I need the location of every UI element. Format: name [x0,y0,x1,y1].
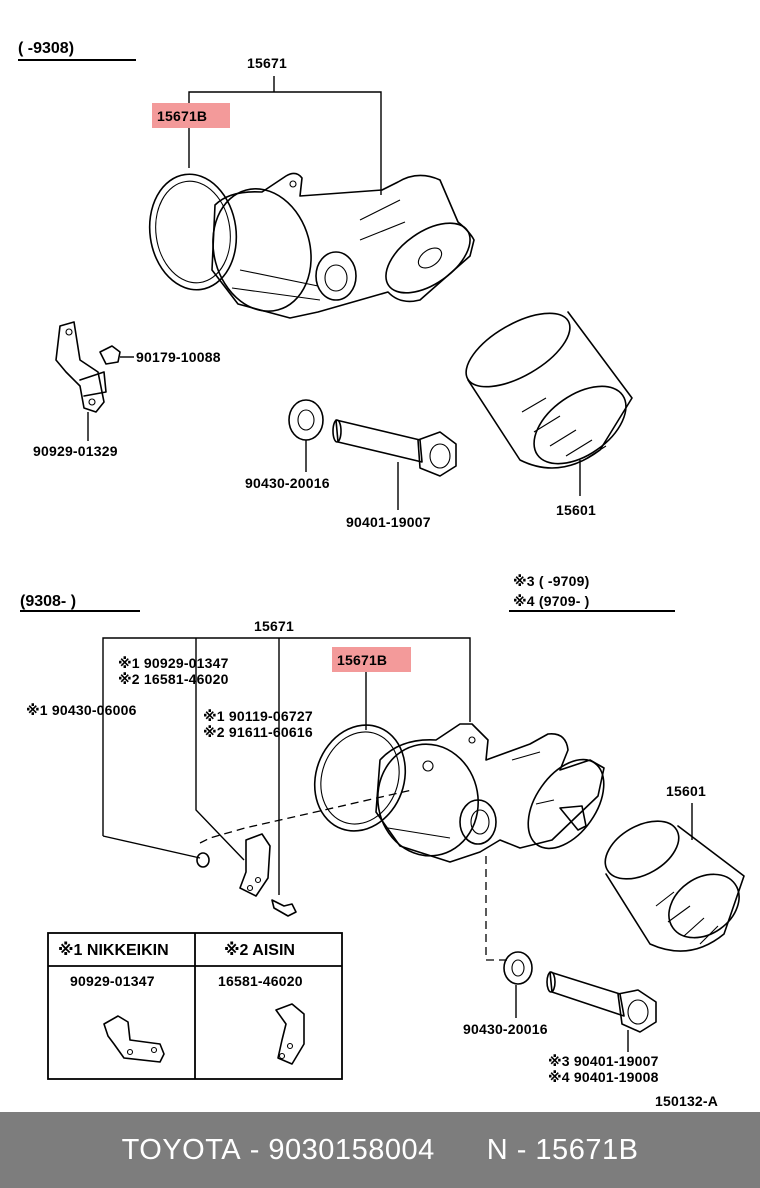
bottom-date-range: (9308- ) [20,593,76,610]
callout-washer[interactable]: ※1 90430-06006 [26,702,137,718]
screw-bottom [271,899,297,917]
callout-bracket-b[interactable]: ※2 16581-46020 [118,671,229,687]
filter-bottom-label[interactable]: 15601 [666,783,706,799]
footer-ref: N - 15671B [486,1133,639,1166]
legend-col2-part[interactable]: 16581-46020 [218,973,303,989]
footer-part-number: 9030158004 [268,1133,435,1166]
oil-filter-bracket-top [148,172,475,319]
footer-brand: TOYOTA [121,1133,242,1166]
top-assembly-leader [188,91,382,195]
legend-col2-header: ※2 AISIN [224,941,295,959]
illustration-id: 150132-A [655,1093,718,1109]
washer-bottom [196,852,210,868]
footer-separator: - [241,1133,269,1166]
gasket-bottom-label[interactable]: 90430-20016 [463,1021,548,1037]
legend-col1-header: ※1 NIKKEIKIN [58,941,169,959]
legend-col1-part[interactable]: 90929-01347 [70,973,155,989]
union-bolt-bottom-a[interactable]: ※3 90401-19007 [548,1053,659,1069]
oil-filter-bracket-bottom [313,723,605,863]
top-date-range: ( -9308) [18,40,74,57]
top-assembly-label[interactable]: 15671 [247,55,287,71]
alignment-dash-1 [199,789,413,844]
bottom-assembly-leader [102,637,471,836]
clip-icon-top [99,345,121,365]
clip-label[interactable]: 90179-10088 [136,349,221,365]
bracket-bottom-leader [195,638,245,861]
union-bolt-top [332,419,457,477]
union-bolt-top-label[interactable]: 90401-19007 [346,514,431,530]
top-highlight-box [152,103,230,128]
gasket-top-label[interactable]: 90430-20016 [245,475,330,491]
callout-screw-a[interactable]: ※1 90119-06727 [203,708,313,724]
variant-note-4: ※4 (9709- ) [513,593,590,609]
union-bolt-bottom [546,971,657,1033]
legend-bracket-aisin [275,1003,305,1065]
filter-top-label[interactable]: 15601 [556,502,596,518]
oil-filter-bottom [604,820,745,952]
bottom-highlight-label[interactable]: 15671B [337,652,387,668]
washer-leader [102,835,201,859]
legend-bracket-nikkeikin [103,1015,165,1063]
callout-bracket-a[interactable]: ※1 90929-01347 [118,655,229,671]
gasket-top [288,399,324,441]
footer-bar: TOYOTA - 9030158004 N - 15671B [0,1112,760,1188]
callout-screw-b[interactable]: ※2 91611-60616 [203,724,313,740]
gasket-bottom [503,951,533,985]
parts-diagram: ( -9308) 15671 15671B 90179-10088 90929-… [18,40,745,1109]
legend-table [47,932,343,1080]
top-highlight-label[interactable]: 15671B [157,108,207,124]
bottom-assembly-label[interactable]: 15671 [254,618,294,634]
variant-note-3: ※3 ( -9709) [513,573,590,589]
bottom-highlight-box [332,647,411,672]
alignment-dash-2 [485,856,510,961]
small-bracket-top [55,321,107,413]
oil-filter-top [465,311,633,469]
bracket-top-label[interactable]: 90929-01329 [33,443,118,459]
bracket-bottom [239,833,271,897]
union-bolt-bottom-b[interactable]: ※4 90401-19008 [548,1069,659,1085]
